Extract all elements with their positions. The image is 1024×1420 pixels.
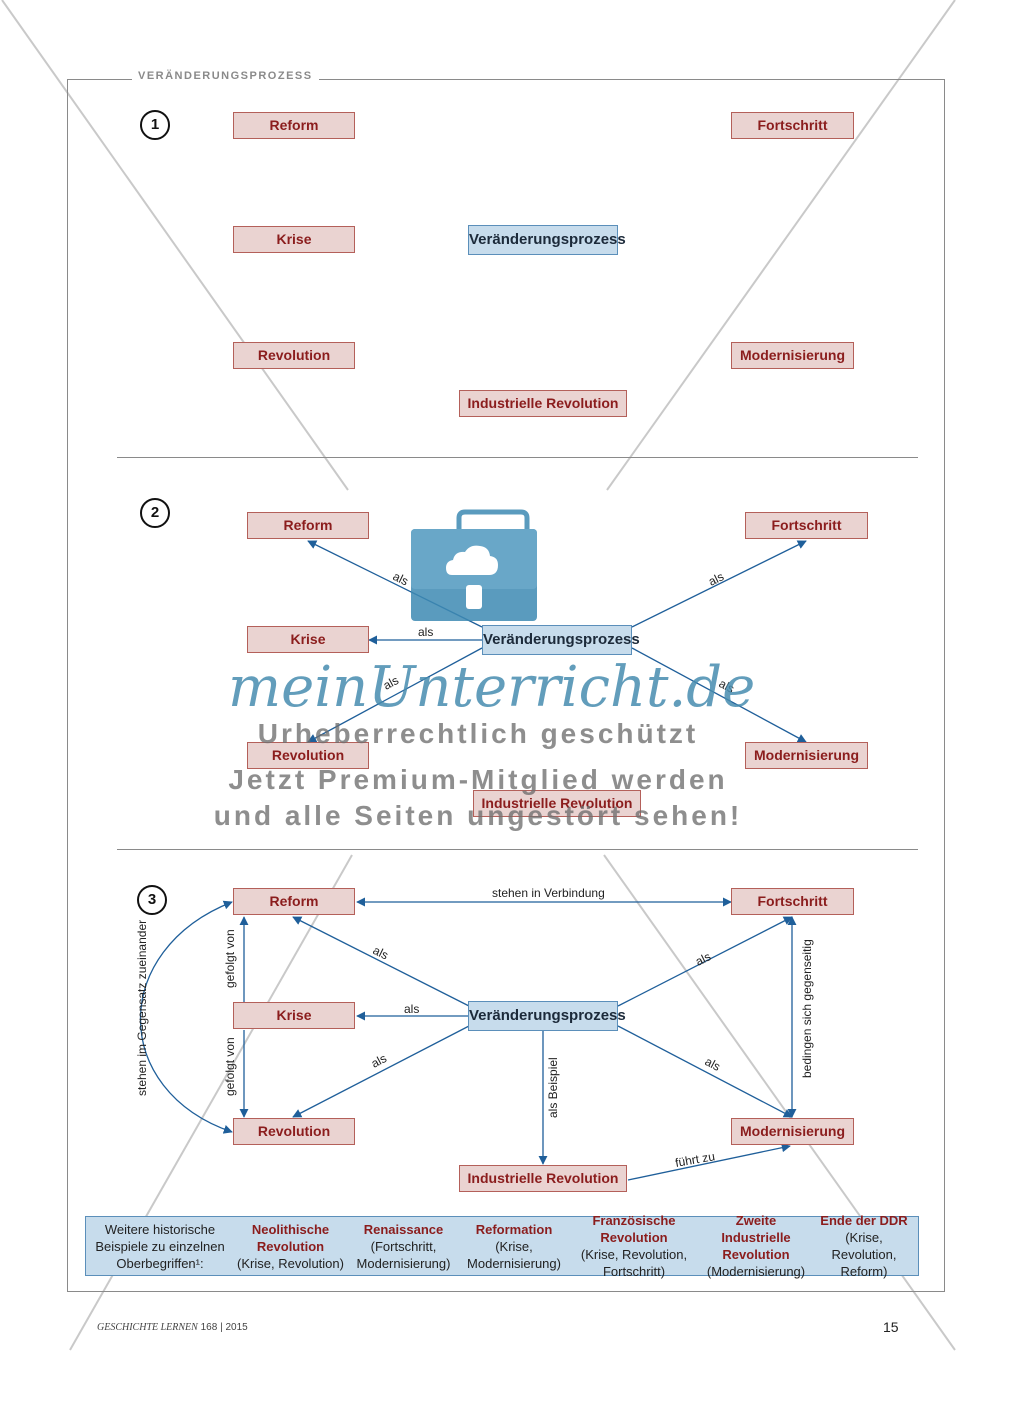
arrow-prozess-modernisierung-3 — [617, 1025, 793, 1118]
page-number: 15 — [883, 1319, 899, 1335]
concept-veraenderungsprozess: Veränderungsprozess — [482, 625, 640, 655]
concept-industrielle-revolution: Industrielle Revolution — [473, 790, 641, 817]
label-als: als — [391, 569, 411, 588]
arrow-prozess-fortschritt-3 — [617, 916, 793, 1007]
label-als: als — [703, 1054, 723, 1074]
label-als: als — [693, 949, 713, 968]
concept-modernisierung: Modernisierung — [731, 342, 854, 369]
concept-revolution: Revolution — [233, 1118, 355, 1145]
examples-box: Weitere historische Beispiele zu einzeln… — [85, 1213, 919, 1279]
label-als: als — [706, 569, 726, 588]
label-als: als — [381, 673, 401, 693]
example-item: Neolithische Revolution (Krise, Revoluti… — [237, 1221, 344, 1271]
concept-krise: Krise — [247, 626, 369, 653]
concept-veraenderungsprozess: Veränderungsprozess — [468, 225, 626, 255]
arrow-prozess-revolution-3 — [292, 1025, 470, 1118]
label-gegensatz: stehen im Gegensatz zueinander — [135, 920, 149, 1096]
footer-journal: GESCHICHTE LERNEN 168 | 2015 — [97, 1322, 248, 1333]
section-title: VERÄNDERUNGSPROZESS — [132, 70, 319, 82]
concept-krise: Krise — [233, 1002, 355, 1029]
label-als: als — [369, 1051, 389, 1071]
example-item: Französische Revolution (Krise, Revoluti… — [580, 1213, 688, 1279]
examples-intro: Weitere historische Beispiele zu einzeln… — [95, 1221, 225, 1271]
concept-revolution: Revolution — [233, 342, 355, 369]
arrow-prozess-modernisierung — [631, 647, 807, 743]
watermark-line: und alle Seiten ungestört sehen! — [213, 800, 743, 831]
concept-reform: Reform — [233, 888, 355, 915]
step-number-1: 1 — [140, 110, 170, 140]
concept-industrielle-revolution: Industrielle Revolution — [459, 390, 627, 417]
label-gefolgt-von: gefolgt von — [223, 929, 237, 988]
concept-industrielle-revolution: Industrielle Revolution — [459, 1165, 627, 1192]
arrow-prozess-reform-3 — [292, 916, 470, 1007]
label-als: als — [717, 676, 737, 696]
label-stehen-in-verbindung: stehen in Verbindung — [492, 886, 605, 900]
concept-fortschritt: Fortschritt — [745, 512, 868, 539]
step-number-2: 2 — [140, 498, 170, 528]
concept-reform: Reform — [247, 512, 369, 539]
concept-veraenderungsprozess: Veränderungsprozess — [468, 1001, 626, 1031]
watermark-logo: meinUnterricht.de — [228, 655, 756, 720]
concept-reform: Reform — [233, 112, 355, 139]
label-als: als — [371, 943, 391, 962]
arrow-prozess-revolution — [307, 647, 483, 743]
arrow-prozess-fortschritt — [631, 540, 807, 628]
content-frame — [67, 79, 945, 1292]
concept-fortschritt: Fortschritt — [731, 112, 854, 139]
label-als: als — [404, 1002, 419, 1016]
concept-modernisierung: Modernisierung — [731, 1118, 854, 1145]
concept-revolution: Revolution — [247, 742, 369, 769]
label-gefolgt-von: gefolgt von — [223, 1037, 237, 1096]
watermark-line: Urheberrechtlich geschützt — [257, 718, 699, 749]
section-divider — [117, 457, 918, 458]
label-als-beispiel: als Beispiel — [546, 1057, 560, 1118]
concept-fortschritt: Fortschritt — [731, 888, 854, 915]
step-number-3: 3 — [137, 885, 167, 915]
arrow-industrielle-modernisierung — [627, 1143, 791, 1181]
example-item: Zweite Industrielle Revolution (Modernis… — [706, 1213, 806, 1279]
concept-modernisierung: Modernisierung — [745, 742, 868, 769]
watermark-line: Jetzt Premium-Mitglied werden — [228, 764, 728, 795]
section-divider — [117, 849, 918, 850]
example-item: Reformation (Krise, Modernisierung) — [467, 1221, 561, 1271]
journal-name: GESCHICHTE LERNEN — [97, 1322, 198, 1333]
concept-krise: Krise — [233, 226, 355, 253]
arrow-reform-revolution — [140, 900, 233, 1134]
label-als: als — [418, 625, 433, 639]
journal-issue: 168 | 2015 — [200, 1322, 248, 1333]
example-item: Ende der DDR (Krise, Revolution, Reform) — [820, 1213, 908, 1279]
label-fuehrt-zu: führt zu — [674, 1149, 716, 1170]
label-bedingen: bedingen sich gegenseitig — [800, 939, 814, 1078]
example-item: Renaissance (Fortschritt, Modernisierung… — [356, 1221, 451, 1271]
